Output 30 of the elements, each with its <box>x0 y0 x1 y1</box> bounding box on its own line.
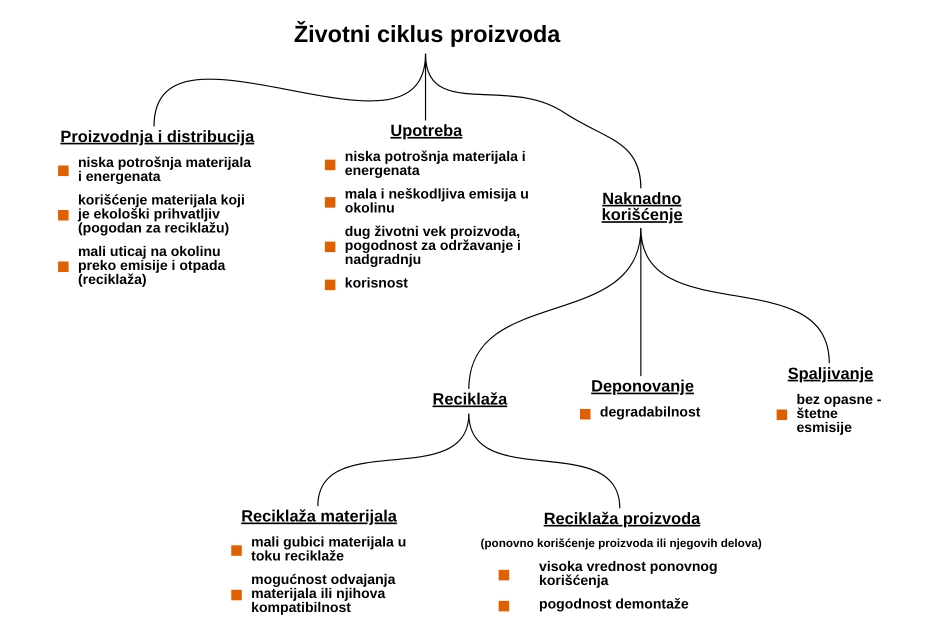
node-label: bez opasne - štetne esmisije <box>796 390 881 435</box>
connector <box>640 228 830 364</box>
node-text: Životni ciklus proizvoda <box>293 21 560 48</box>
connector <box>468 414 620 509</box>
node-label: niska potrošnja materijala i energenata <box>77 154 251 184</box>
node-label: mali uticaj na okolinu preko emisije i otpada (reciklaža) <box>77 242 225 287</box>
node-box <box>776 410 787 420</box>
node-label: Reciklaža proizvoda <box>543 510 700 528</box>
node-label: mali gubici materijala u toku reciklaže <box>250 534 406 564</box>
node-label: dug životni vek proizvoda, pogodnost za održavanje i nadgradnju <box>344 222 520 267</box>
node-text: Naknadno korišćenje <box>601 190 682 224</box>
node-label: mala i neškodljiva emisija u okolinu <box>344 185 528 216</box>
node-box <box>580 408 590 420</box>
node-label: mogućnost odvajanja materijala ili njihova kompatibilnost <box>250 571 395 616</box>
connector <box>316 414 469 506</box>
node-label: Spaljivanje <box>787 364 873 383</box>
connector <box>424 54 641 188</box>
node-label: pogodnost demontaže <box>538 596 688 612</box>
node-label: Deponovanje <box>590 378 694 396</box>
node-label: degradabilnost <box>599 404 700 420</box>
node-label: Upotreba <box>390 122 462 140</box>
node-label: Proizvodnja i distribucija <box>60 128 254 146</box>
node-label: korisnost <box>344 274 408 290</box>
node-label: korišćenje materijala koji je ekološki prihvatljiv (pogodan za reciklažu) <box>77 191 244 236</box>
connector <box>468 228 641 390</box>
node-label: Reciklaža materijala <box>240 508 396 526</box>
node-label: visoka vrednost ponovnog korišćenja <box>538 558 718 588</box>
node-text: Reciklaža <box>432 390 507 408</box>
node-label: (ponovno korišćenje proizvoda ili njegovih delova) <box>480 537 762 550</box>
node-label: niska potrošnja materijala i energenata <box>344 148 526 178</box>
